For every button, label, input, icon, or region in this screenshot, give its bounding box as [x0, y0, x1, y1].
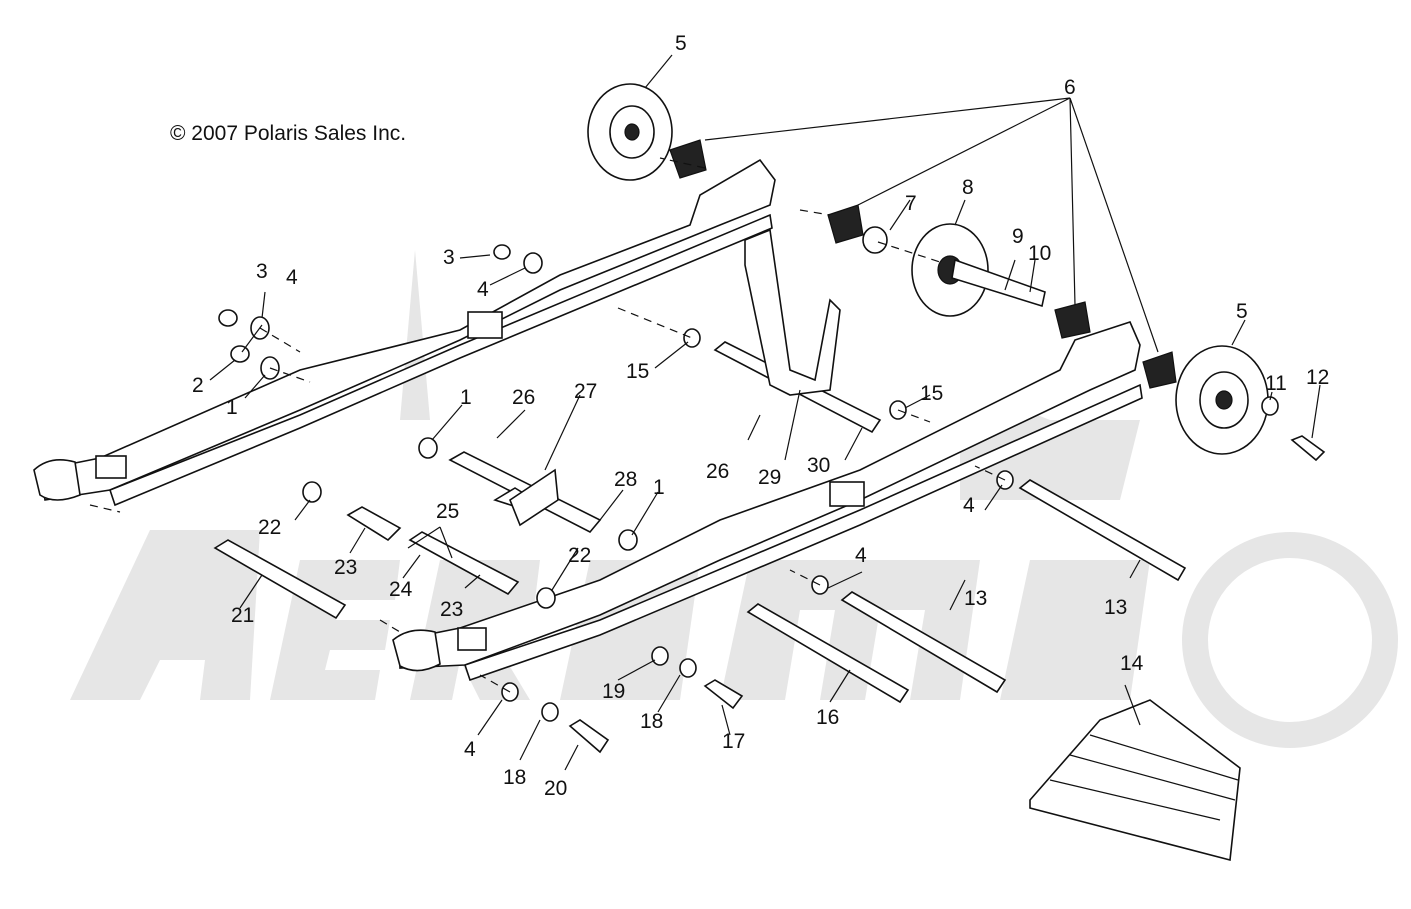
shaft-13a: [840, 591, 1007, 694]
callout-21: 21: [231, 604, 254, 627]
callout-26a: 26: [512, 386, 535, 409]
callout-11: 11: [1265, 372, 1287, 395]
alignment-lines: [89, 157, 1006, 693]
callout-25: 25: [436, 500, 459, 523]
callout-9: 9: [1012, 225, 1024, 248]
bracket-29: [493, 228, 841, 527]
rail-tip-left: [33, 459, 81, 501]
shaft-13b: [1018, 479, 1187, 582]
idler-wheel-right: [1175, 345, 1269, 455]
callout-1c: 1: [653, 476, 665, 499]
callout-12: 12: [1306, 366, 1329, 389]
ring-7: [862, 226, 888, 254]
callout-6: 6: [1064, 76, 1076, 99]
callout-30: 30: [807, 454, 830, 477]
callout-26b: 26: [706, 460, 729, 483]
right-rail: [392, 321, 1143, 682]
callout-22a: 22: [258, 516, 281, 539]
callout-18b: 18: [503, 766, 526, 789]
callout-7: 7: [905, 192, 917, 215]
callout-23a: 23: [334, 556, 357, 579]
callout-19: 19: [602, 680, 625, 703]
callout-4a: 4: [477, 278, 489, 301]
callout-28: 28: [614, 468, 637, 491]
bolt-20: [568, 719, 610, 754]
callout-17: 17: [722, 730, 745, 753]
callout-4e: 4: [464, 738, 476, 761]
shaft-21: [213, 539, 347, 620]
bearing-cups: [669, 139, 1177, 389]
track-segment: [1029, 699, 1241, 862]
callout-15a: 15: [626, 360, 649, 383]
callout-24: 24: [389, 578, 413, 601]
callout-4c: 4: [963, 494, 975, 517]
spacer-23: [346, 506, 402, 542]
callout-1b: 1: [460, 386, 472, 409]
leader-lines: [209, 54, 1321, 771]
callout-29: 29: [758, 466, 781, 489]
callout-1a: 1: [226, 396, 238, 419]
callout-13a: 13: [964, 587, 987, 610]
callout-5a: 5: [675, 32, 687, 55]
callout-14: 14: [1120, 652, 1144, 675]
callout-27: 27: [574, 380, 597, 403]
washers: [218, 244, 1279, 722]
callout-labels: 5 6 8 7 9 10 5 11 12 3 4 3 4 2 1 15 15 2…: [192, 32, 1329, 800]
callout-2: 2: [192, 374, 204, 397]
callout-13b: 13: [1104, 596, 1127, 619]
left-rail: [33, 158, 776, 507]
plate-27b: [509, 468, 559, 527]
rail-tip-right: [392, 629, 441, 672]
bolt-17: [703, 679, 744, 710]
callout-8: 8: [962, 176, 974, 199]
rail-block-left: [467, 311, 503, 339]
callout-10: 10: [1028, 242, 1051, 265]
callout-23b: 23: [440, 598, 463, 621]
callout-20: 20: [544, 777, 567, 800]
copyright-notice: © 2007 Polaris Sales Inc.: [170, 122, 407, 145]
callout-16: 16: [816, 706, 839, 729]
rail-block-right-front: [457, 627, 487, 651]
rail-block-right: [829, 481, 865, 507]
wheel-center: [911, 223, 1046, 317]
callout-15b: 15: [920, 382, 943, 405]
callout-4d: 4: [855, 544, 867, 567]
rail-block-left-front: [95, 455, 127, 479]
callout-4b: 4: [286, 266, 298, 289]
callout-18a: 18: [640, 710, 663, 733]
axle-9: [951, 258, 1046, 308]
bolt-12: [1290, 435, 1326, 462]
callout-5b: 5: [1236, 300, 1248, 323]
idler-wheel-top: [587, 83, 673, 181]
callout-22b: 22: [568, 544, 591, 567]
callout-3b: 3: [256, 260, 268, 283]
callout-3a: 3: [443, 246, 455, 269]
axle-25: [408, 531, 520, 596]
